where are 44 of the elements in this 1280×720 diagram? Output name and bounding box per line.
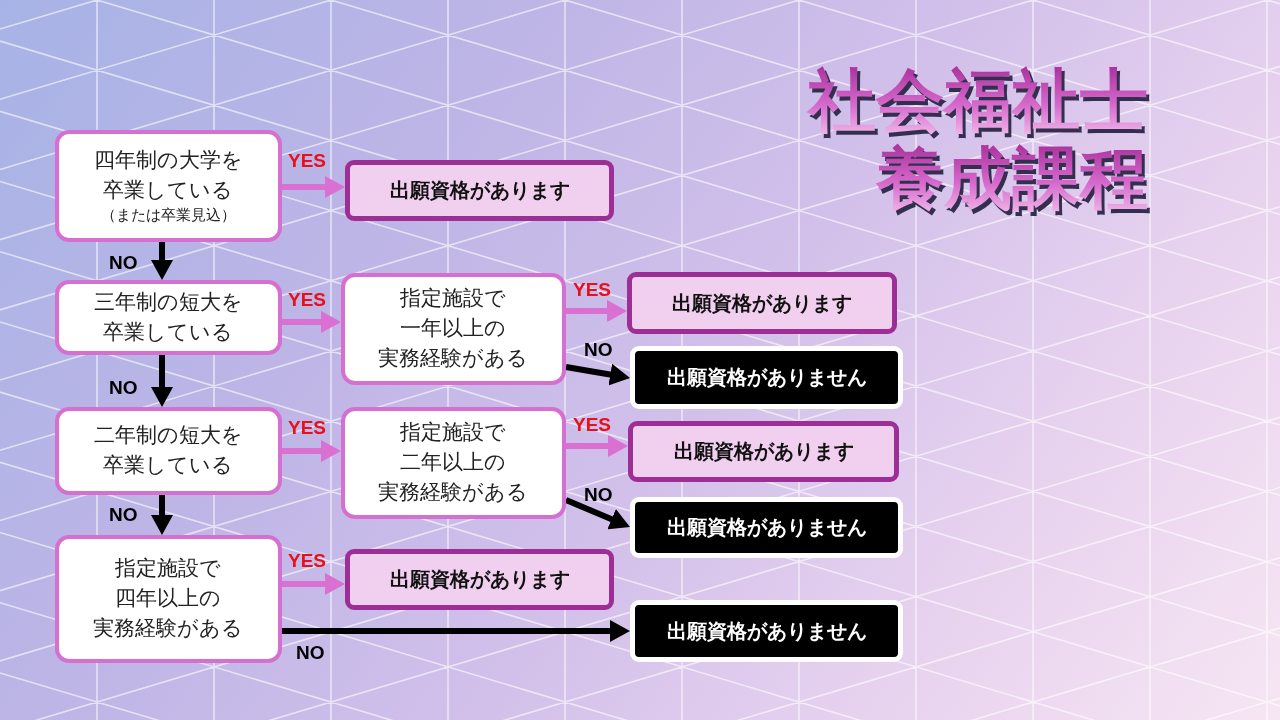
- result-box: 出願資格がありません: [630, 600, 903, 662]
- question-text: 指定施設で二年以上の実務経験がある: [377, 419, 530, 506]
- edge-label: NO: [584, 485, 613, 504]
- edge-label: NO: [584, 340, 613, 359]
- edge-label: NO: [109, 505, 138, 524]
- edge-label: YES: [288, 551, 327, 570]
- result-box: 出願資格があります: [628, 421, 899, 482]
- question-text: 四年制の大学を卒業している: [93, 147, 244, 205]
- note-text: （または卒業見込）: [101, 206, 236, 226]
- arrow: [282, 440, 341, 462]
- question-box: [55, 280, 282, 355]
- arrow: [151, 242, 173, 280]
- result-box: 出願資格があります: [345, 160, 614, 221]
- question-text: 三年制の短大を卒業している: [93, 288, 244, 346]
- question-box: [341, 273, 566, 385]
- arrow: [564, 497, 632, 530]
- question-box: [55, 130, 282, 242]
- question-text: 指定施設で四年以上の実務経験がある: [92, 555, 245, 642]
- question-box: [55, 535, 282, 663]
- arrow: [565, 363, 631, 386]
- edge-label: NO: [109, 378, 138, 397]
- question-text: 二年制の短大を卒業している: [93, 422, 244, 479]
- edge-label: YES: [288, 290, 327, 309]
- arrow: [282, 176, 345, 198]
- edge-label: YES: [288, 151, 327, 170]
- arrow: [282, 573, 345, 595]
- arrow: [566, 435, 628, 457]
- question-box: [55, 407, 282, 495]
- result-box: 出願資格がありません: [630, 346, 903, 409]
- arrow: [151, 355, 173, 407]
- question-box: [341, 407, 566, 519]
- edge-label: YES: [573, 280, 612, 299]
- arrow: [282, 620, 630, 642]
- result-box: 出願資格がありません: [630, 497, 903, 558]
- result-box: 出願資格があります: [627, 272, 897, 334]
- arrow: [566, 300, 627, 322]
- edge-label: YES: [288, 418, 327, 437]
- edge-label: NO: [109, 253, 138, 272]
- result-box: 出願資格があります: [345, 549, 614, 610]
- edge-label: NO: [296, 643, 325, 662]
- arrow: [151, 495, 173, 535]
- arrow: [282, 311, 341, 333]
- edge-label: YES: [573, 415, 612, 434]
- question-text: 指定施設で一年以上の実務経験がある: [377, 285, 530, 372]
